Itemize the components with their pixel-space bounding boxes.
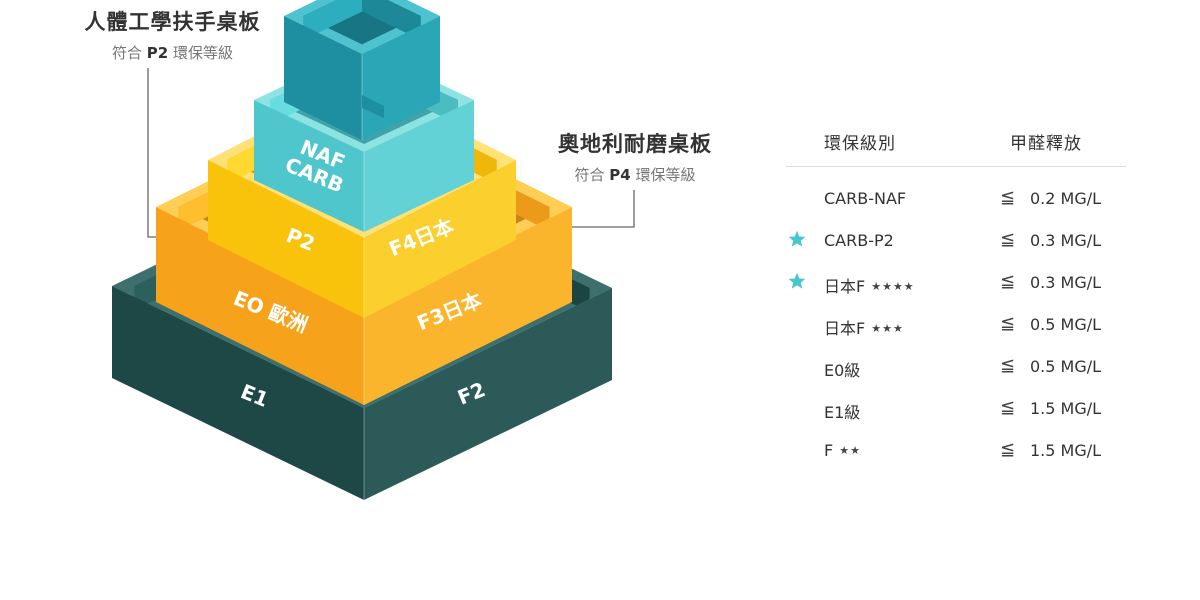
- star-icon: [788, 230, 806, 247]
- leq-symbol: ≦: [1000, 313, 1016, 334]
- tier-0-left-label: E2: [213, 455, 248, 488]
- leq-symbol: ≦: [1000, 355, 1016, 376]
- row-value: 1.5 MG/L: [1030, 399, 1102, 418]
- row-grade: 日本F ★★★: [824, 315, 904, 339]
- row-grade: E1級: [824, 399, 866, 423]
- grade-stars: ★★★: [871, 322, 904, 335]
- leq-symbol: ≦: [1000, 397, 1016, 418]
- tier-0-left-face: [112, 286, 364, 500]
- row-value: 1.5 MG/L: [1030, 441, 1102, 460]
- callout-right-sub-suffix: 環保等級: [635, 166, 696, 184]
- row-value: 0.3 MG/L: [1030, 273, 1102, 292]
- grade-label: CARB-P2: [824, 231, 894, 250]
- row-grade: E0級: [824, 357, 866, 381]
- row-value: 0.5 MG/L: [1030, 315, 1102, 334]
- callout-left-title: 人體工學扶手桌板: [84, 10, 261, 34]
- callout-right-sub-prefix: 符合: [574, 166, 605, 184]
- grade-stars: ★★: [839, 444, 861, 457]
- callout-left: 人體工學扶手桌板 符合 P2 環保等級: [70, 6, 275, 63]
- tier-1-left-face: [156, 207, 364, 405]
- tier-4-left-label: NAFCARB: [282, 132, 356, 197]
- grade-label: 日本F: [824, 277, 866, 296]
- tier-0-right-face: [364, 288, 612, 500]
- row-value: 0.2 MG/L: [1030, 189, 1102, 208]
- leq-symbol: ≦: [1000, 271, 1016, 292]
- grade-label: E0級: [824, 361, 861, 380]
- row-value: 0.5 MG/L: [1030, 357, 1102, 376]
- table-row: E1級 ≦ 1.5 MG/L: [786, 389, 1126, 431]
- table-row: CARB-P2 ≦ 0.3 MG/L: [786, 221, 1126, 263]
- star-icon: [788, 272, 806, 289]
- table-row: 日本F ★★★★ ≦ 0.3 MG/L: [786, 263, 1126, 305]
- grade-label: 日本F: [824, 319, 866, 338]
- tier-1-right-face: [364, 207, 572, 405]
- callout-right: 奧地利耐磨桌板 符合 P4 環保等級: [520, 128, 750, 185]
- tier-4-left-face: [284, 16, 362, 140]
- callout-left-sub-suffix: 環保等級: [173, 44, 234, 62]
- tier-0-right-label: F1: [478, 452, 513, 485]
- emission-table: 環保級別 甲醛釋放 CARB-NAF ≦ 0.2 MG/L CARB-P2 ≦ 0.3 M…: [786, 118, 1126, 473]
- row-grade: F ★★: [824, 441, 861, 460]
- grade-stars: ★★★★: [871, 280, 915, 293]
- grade-label: F: [824, 441, 834, 460]
- table-row: F ★★ ≦ 1.5 MG/L: [786, 431, 1126, 473]
- leq-symbol: ≦: [1000, 229, 1016, 250]
- grade-label: CARB-NAF: [824, 189, 907, 208]
- row-value: 0.3 MG/L: [1030, 231, 1102, 250]
- leq-symbol: ≦: [1000, 439, 1016, 460]
- header-grade: 環保級別: [824, 134, 896, 154]
- tier-top-notch: [362, 72, 384, 118]
- tier-2-right-face: [364, 160, 516, 318]
- grade-label: E1級: [824, 403, 861, 422]
- row-grade: 日本F ★★★★: [824, 273, 915, 297]
- table-row: CARB-NAF ≦ 0.2 MG/L: [786, 179, 1126, 221]
- table-header: 環保級別 甲醛釋放: [786, 118, 1126, 167]
- leq-symbol: ≦: [1000, 187, 1016, 208]
- tier-3-left-face: [254, 100, 364, 232]
- tier-3-right-face: [364, 100, 474, 232]
- tier-4-inner-wall-left: [303, 0, 362, 40]
- tier-2-left-face: [208, 160, 364, 318]
- row-grade: CARB-P2: [824, 231, 900, 250]
- callout-right-title: 奧地利耐磨桌板: [558, 132, 712, 156]
- callout-right-subtitle: 符合 P4 環保等級: [520, 164, 750, 185]
- table-row: E0級 ≦ 0.5 MG/L: [786, 347, 1126, 389]
- header-formaldehyde: 甲醛釋放: [1010, 134, 1082, 154]
- callout-left-sub-prefix: 符合: [111, 44, 142, 62]
- tier-4-inner-wall-right: [362, 0, 421, 40]
- callout-right-grade: P4: [609, 166, 631, 184]
- row-grade: CARB-NAF: [824, 189, 912, 208]
- table-row: 日本F ★★★ ≦ 0.5 MG/L: [786, 305, 1126, 347]
- callout-left-grade: P2: [146, 44, 169, 62]
- callout-left-subtitle: 符合 P2 環保等級: [70, 42, 275, 63]
